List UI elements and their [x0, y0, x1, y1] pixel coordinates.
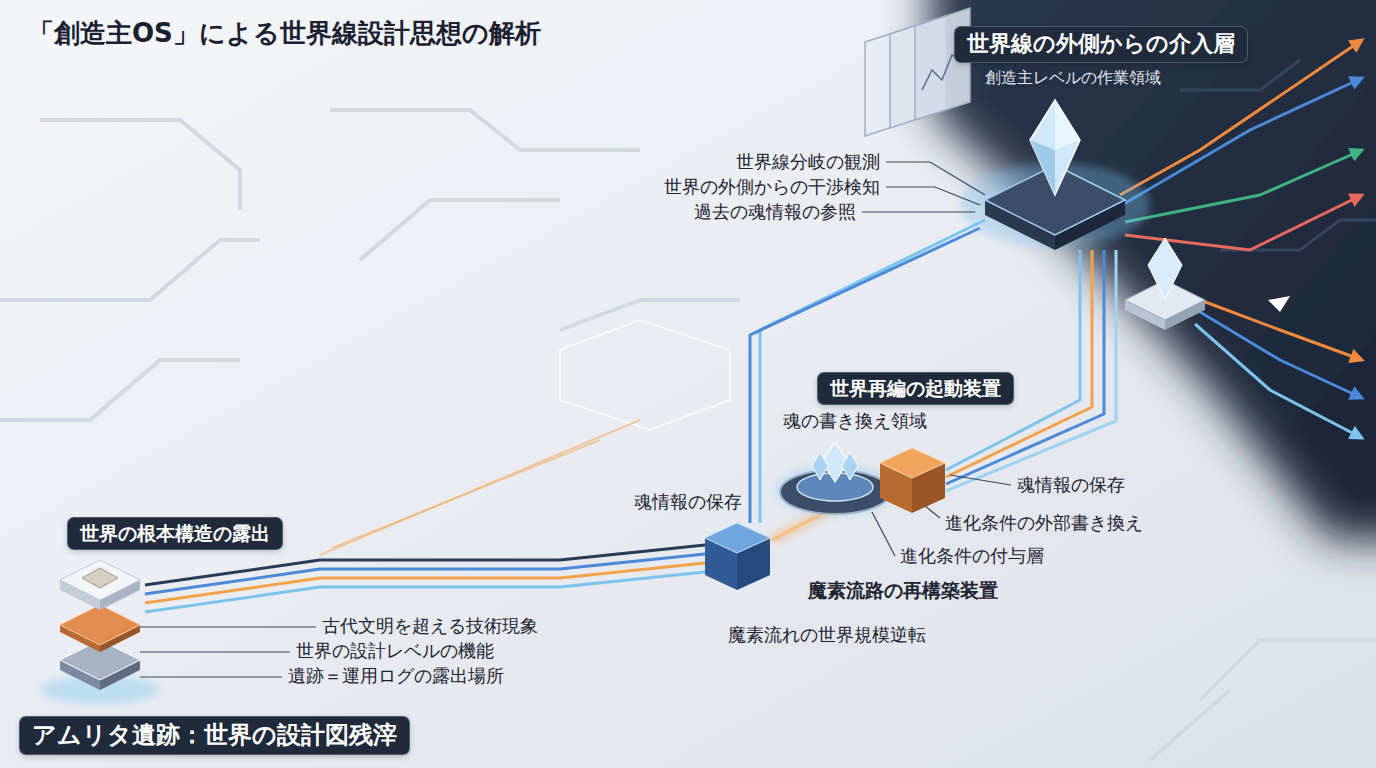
annotation-label: 魂情報の保存	[634, 492, 742, 513]
annotation-label: 古代文明を超える技術現象	[322, 616, 538, 637]
annotation-label: 世界線分岐の観測	[736, 152, 880, 173]
annotation-label: 進化条件の付与層	[900, 546, 1044, 567]
annotation-label: 魂の書き換え領域	[783, 411, 927, 432]
annotation-label: 魂情報の保存	[1017, 475, 1125, 496]
box-heading: アムリタ遺跡：世界の設計図残滓	[32, 720, 397, 751]
label-box: アムリタ遺跡：世界の設計図残滓	[20, 717, 409, 754]
box-heading: 世界の根本構造の露出	[80, 521, 270, 546]
annotation-label: 世界の外側からの干渉検知	[664, 177, 880, 198]
box-subtitle: 創造主レベルの作業領域	[985, 68, 1161, 89]
box-heading: 世界再編の起動装置	[830, 376, 1001, 401]
annotation-label: 世界の設計レベルの機能	[296, 641, 494, 662]
annotation-label: 進化条件の外部書き換え	[945, 513, 1143, 534]
label-box: 世界再編の起動装置	[818, 373, 1013, 404]
annotation-label: 遺跡＝運用ログの露出場所	[288, 666, 504, 687]
label-box: 世界線の外側からの介入層創造主レベルの作業領域	[955, 27, 1247, 62]
label-box: 世界の根本構造の露出	[68, 518, 282, 549]
diagram-title: 「創造主OS」による世界線設計思想の解析	[28, 16, 541, 51]
annotation-label: 過去の魂情報の参照	[694, 202, 856, 223]
device-label: 魔素流路の再構築装置	[808, 580, 998, 602]
box-heading: 世界線の外側からの介入層	[967, 30, 1235, 59]
annotation-label: 魔素流れの世界規模逆転	[728, 625, 926, 646]
